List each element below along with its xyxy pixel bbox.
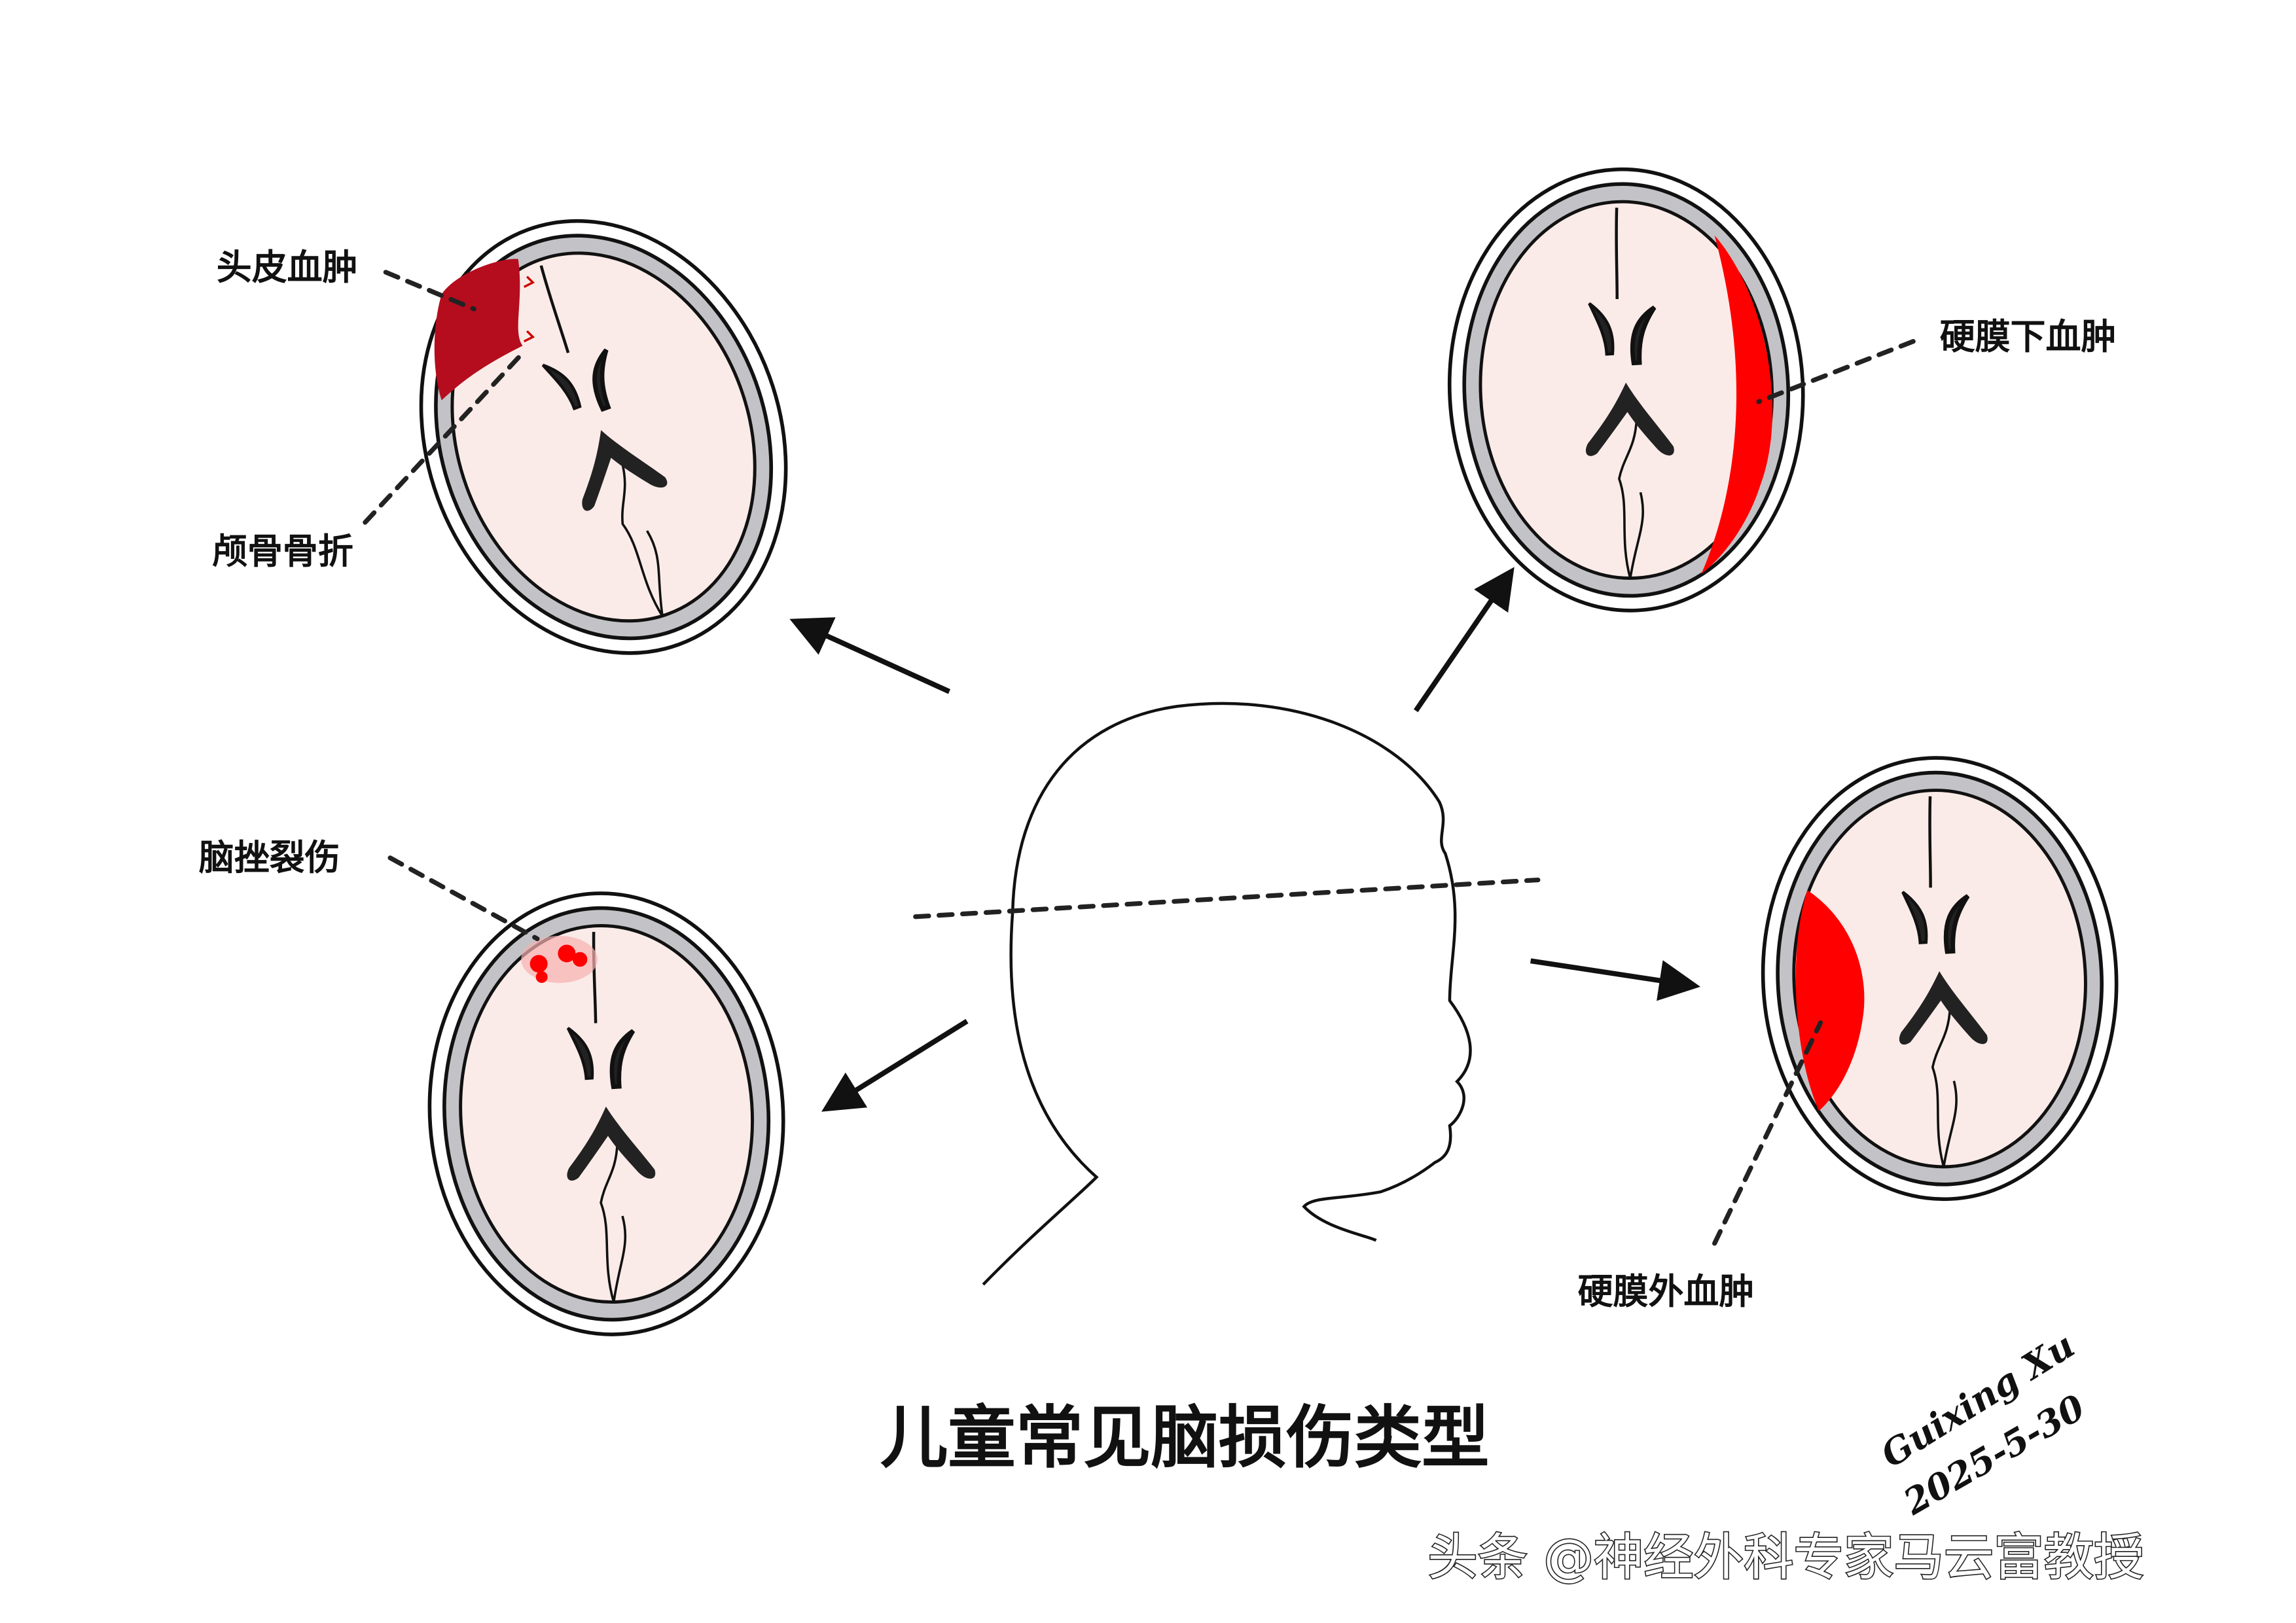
label-scalp-hematoma: 头皮血肿 <box>217 247 358 288</box>
leader-scalp-hematoma <box>383 270 476 312</box>
label-skull-fracture: 颅骨骨折 <box>212 531 353 572</box>
child-head-outline <box>982 702 1472 1286</box>
label-epidural-hematoma: 硬膜外血肿 <box>1578 1271 1755 1312</box>
arrow-to-contusion <box>821 1019 969 1112</box>
contusion-mark <box>521 935 598 983</box>
brain-contusion <box>415 882 798 1347</box>
section-plane-line <box>913 877 1541 919</box>
leader-skull-fracture <box>363 351 526 525</box>
epidural-hematoma-mark <box>1795 890 1865 1111</box>
brain-scalp-hematoma <box>362 169 845 705</box>
watermark: 头条 @神经外科专家马云富教授 <box>1427 1529 2144 1587</box>
diagram-title: 儿童常见脑损伤类型 <box>880 1399 1490 1478</box>
arrow-to-subdural-hematoma <box>1413 567 1515 713</box>
leader-epidural-hematoma <box>1712 1020 1823 1246</box>
label-contusion: 脑挫裂伤 <box>199 837 340 878</box>
brain-subdural-hematoma <box>1439 160 1814 620</box>
fracture-line <box>523 276 535 343</box>
subdural-hematoma-mark <box>1701 235 1772 574</box>
arrow-to-epidural-hematoma <box>1530 958 1701 1001</box>
brain-epidural-hematoma <box>1752 749 2128 1208</box>
scalp-hematoma-mark <box>434 259 523 401</box>
signature: Guixing Xu 2025-5-30 <box>1873 1324 2092 1524</box>
arrow-to-scalp-hematoma <box>789 617 951 694</box>
label-subdural-hematoma: 硬膜下血肿 <box>1940 316 2117 357</box>
leader-subdural-hematoma <box>1756 339 1916 404</box>
leader-contusion <box>387 855 540 942</box>
